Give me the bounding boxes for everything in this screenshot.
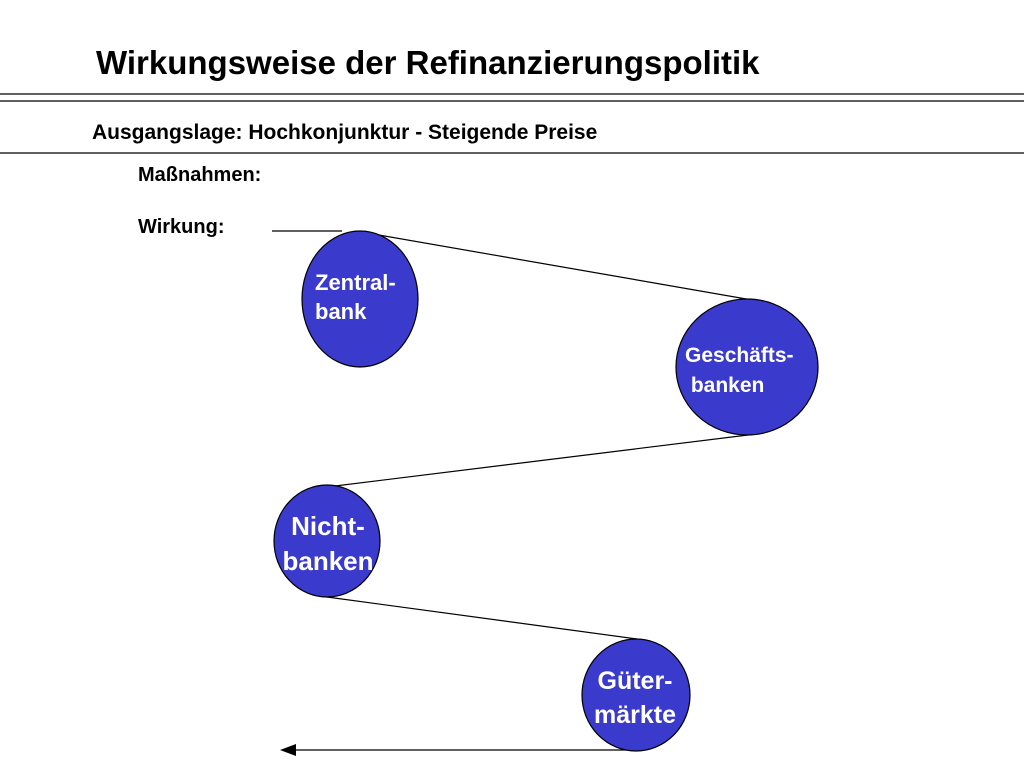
node-gueter-label: Güter- märkte <box>594 667 676 729</box>
page-title: Wirkungsweise der Refinanzierungspolitik <box>96 44 760 81</box>
node-zentralbank-label: Zentral- bank <box>315 270 396 324</box>
node-geschaeftsbanken-circle <box>675 298 819 436</box>
measures-label: Maßnahmen: <box>138 164 262 186</box>
node-zentralbank-circle <box>301 230 419 368</box>
node-nichtbanken-circle <box>273 484 381 598</box>
connector-geschaeftsbanken-nichtbanken <box>326 434 749 488</box>
connector-zentralbank-geschaeftsbanken <box>355 230 753 301</box>
node-nichtbanken-label: Nicht- banken <box>282 511 374 576</box>
output-arrowhead <box>280 744 296 756</box>
effect-label: Wirkung: <box>138 216 225 238</box>
situation-heading: Ausgangslage: Hochkonjunktur - Steigende… <box>92 121 598 144</box>
node-geschaeftsbanken-label: Geschäfts- banken <box>685 344 794 397</box>
connector-nichtbanken-gueter <box>326 596 638 640</box>
node-gueter-circle <box>581 638 691 752</box>
